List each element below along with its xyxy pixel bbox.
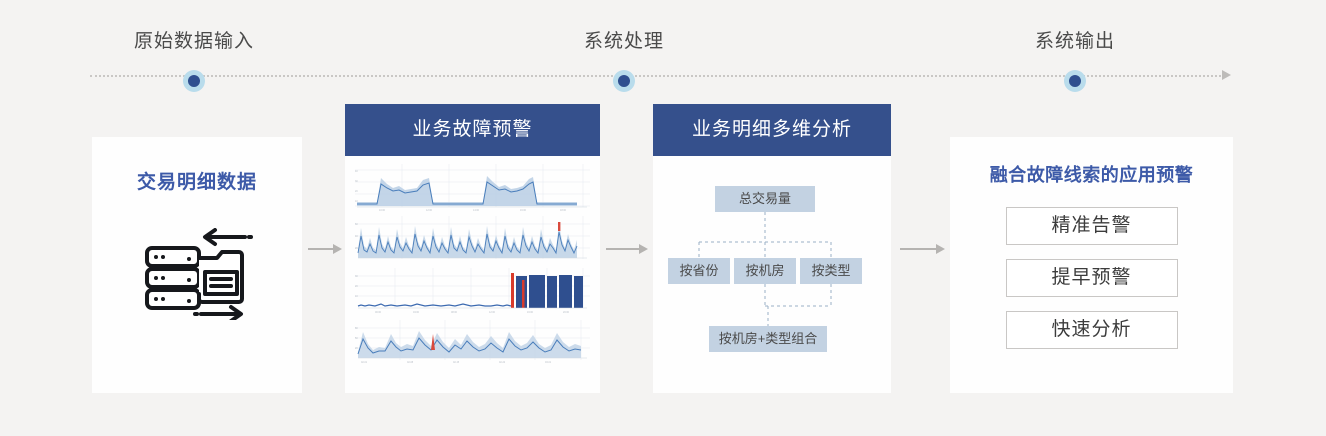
svg-text:18:00: 18:00 — [560, 209, 567, 212]
svg-text:02-15: 02-15 — [453, 361, 460, 364]
svg-text:10: 10 — [355, 295, 358, 298]
svg-text:12:00: 12:00 — [426, 209, 433, 212]
svg-text:40: 40 — [355, 170, 358, 173]
connector-arrow-1-icon — [308, 244, 342, 254]
card-transaction-detail-data[interactable]: 交易明细数据 — [92, 137, 302, 393]
card-fused-fault-clue-alerting[interactable]: 融合故障线索的应用预警 精准告警 提早预警 快速分析 — [950, 137, 1233, 393]
svg-text:02-01: 02-01 — [361, 361, 368, 364]
svg-text:40: 40 — [355, 235, 358, 238]
database-documents-exchange-icon — [92, 228, 302, 320]
card-multidimensional-analysis[interactable]: 业务明细多维分析 总交易量 按省份 按机房 按类型 按机房+类型组合 — [653, 104, 891, 393]
fault-alarm-chart-group: 10:00 12:00 14:00 16:00 18:00 40 30 20 10 — [345, 156, 600, 368]
pipeline-cards: 交易明细数据 — [0, 100, 1326, 436]
output-item-precise-alarm[interactable]: 精准告警 — [1005, 207, 1178, 245]
output-item-rapid-analysis[interactable]: 快速分析 — [1005, 311, 1178, 349]
svg-text:04:00: 04:00 — [413, 311, 420, 314]
svg-text:03-01: 03-01 — [545, 361, 552, 364]
svg-text:30: 30 — [355, 180, 358, 183]
svg-text:02-08: 02-08 — [407, 361, 414, 364]
svg-text:16:00: 16:00 — [520, 209, 527, 212]
process-timeline: 原始数据输入 系统处理 系统输出 — [0, 0, 1326, 100]
card-input-title: 交易明细数据 — [136, 172, 257, 193]
timeline-step-output[interactable]: 系统输出 — [1035, 0, 1115, 92]
svg-text:20: 20 — [355, 285, 358, 288]
svg-text:20:00: 20:00 — [563, 311, 570, 314]
connector-arrow-3-icon — [900, 244, 945, 254]
timeline-dot-icon[interactable] — [182, 70, 205, 92]
svg-text:16:00: 16:00 — [527, 311, 534, 314]
chart-spiky-timeseries: 60 40 20 — [355, 216, 590, 259]
timeline-step-processing[interactable]: 系统处理 — [584, 0, 664, 92]
tree-node-by-type[interactable]: 按类型 — [800, 258, 862, 284]
tree-node-room-type-combination[interactable]: 按机房+类型组合 — [709, 326, 827, 352]
svg-text:30: 30 — [355, 275, 358, 278]
card-fault-alarm-header: 业务故障预警 — [345, 104, 600, 156]
dimension-tree: 总交易量 按省份 按机房 按类型 按机房+类型组合 — [653, 156, 891, 393]
svg-text:20: 20 — [355, 247, 358, 250]
card-multidim-header: 业务明细多维分析 — [653, 104, 891, 156]
chart-volatile-timeseries: 80 50 20 02-01 02-08 02-15 02-22 03-01 — [355, 320, 590, 364]
svg-text:10:00: 10:00 — [379, 209, 386, 212]
timeline-dot-icon[interactable] — [612, 70, 635, 92]
svg-text:50: 50 — [355, 337, 358, 340]
svg-text:80: 80 — [355, 327, 358, 330]
tree-node-by-province[interactable]: 按省份 — [668, 258, 730, 284]
tree-node-total-transaction-volume[interactable]: 总交易量 — [715, 186, 815, 212]
svg-text:20: 20 — [355, 347, 358, 350]
tree-node-by-server-room[interactable]: 按机房 — [734, 258, 796, 284]
svg-text:08:00: 08:00 — [451, 311, 458, 314]
timeline-step-label: 系统处理 — [583, 31, 665, 52]
svg-text:14:00: 14:00 — [473, 209, 480, 212]
tree-connector-lines — [698, 212, 832, 326]
output-item-early-warning[interactable]: 提早预警 — [1005, 259, 1178, 297]
svg-text:12:00: 12:00 — [489, 311, 496, 314]
svg-text:00:00: 00:00 — [375, 311, 382, 314]
chart-step-block-timeseries: 30 20 10 00:00 04:00 08:00 12:00 16:00 20:00 — [355, 268, 590, 314]
chart-plateau-timeseries: 10:00 12:00 14:00 16:00 18:00 40 30 20 10 — [355, 164, 590, 212]
connector-arrow-2-icon — [606, 244, 648, 254]
svg-text:20: 20 — [355, 190, 358, 193]
timeline-step-label: 原始数据输入 — [133, 31, 255, 52]
svg-text:60: 60 — [355, 223, 358, 226]
timeline-step-label: 系统输出 — [1034, 31, 1116, 52]
svg-text:10: 10 — [355, 200, 358, 203]
card-business-fault-alarm[interactable]: 业务故障预警 10:00 12:00 14:00 16:00 18:00 40 30 20… — [345, 104, 600, 393]
timeline-dot-icon[interactable] — [1063, 70, 1086, 92]
svg-text:02-22: 02-22 — [499, 361, 506, 364]
timeline-end-arrow-icon — [1222, 70, 1231, 80]
timeline-track — [90, 75, 1225, 77]
card-output-title: 融合故障线索的应用预警 — [989, 165, 1194, 185]
timeline-step-input[interactable]: 原始数据输入 — [134, 0, 254, 92]
